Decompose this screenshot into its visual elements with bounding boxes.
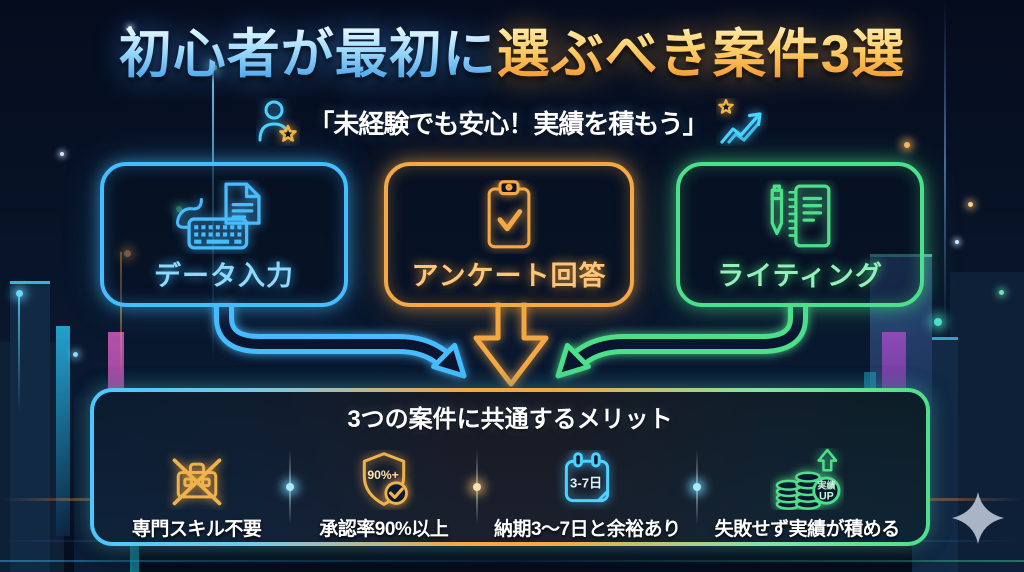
arrow-green xyxy=(555,303,808,379)
bg-star xyxy=(999,290,1004,295)
clipboard-check-icon xyxy=(487,180,531,249)
merit-label: 失敗せず実績が積める xyxy=(714,519,901,540)
bg-light-beam xyxy=(944,0,946,330)
subtitle: 「未経験でも安心！実績を積もう」 xyxy=(0,98,1024,146)
bg-road-glow xyxy=(0,560,1024,562)
shield-badge-text: 90%+ xyxy=(367,468,398,482)
merit-label: 承認率90%以上 xyxy=(319,519,449,540)
bg-light-beam xyxy=(120,252,122,382)
trending-up-icon xyxy=(717,98,762,144)
card-data-entry: データ入力 xyxy=(100,162,348,307)
bg-star xyxy=(128,26,132,30)
arrow-orange xyxy=(473,302,549,387)
bg-star xyxy=(16,290,23,297)
bg-star xyxy=(60,152,64,156)
title-part-gold: 選ぶべき案件3選 xyxy=(496,25,906,84)
keyboard-document-icon xyxy=(176,182,261,250)
subtitle-text: 「未経験でも安心！実績を積もう」 xyxy=(308,108,708,139)
bg-star xyxy=(968,202,973,207)
merits-header: 3つの案件に共通するメリット xyxy=(347,406,673,433)
merit-item-deadline: 3-7日 納期3〜7日と余裕あり xyxy=(480,436,694,541)
bg-star xyxy=(73,352,78,357)
merit-label: 納期3〜7日と余裕あり xyxy=(493,519,681,540)
merits-divider xyxy=(473,450,482,525)
card-label: ライティング xyxy=(717,261,883,291)
card-writing: ライティング xyxy=(676,162,924,307)
bg-star xyxy=(955,240,959,244)
coins-badge-text-bottom: UP xyxy=(819,490,834,502)
coins-badge-text-top: 実績 xyxy=(817,480,836,491)
shield-90-icon: 90%+ xyxy=(362,452,408,506)
merits-panel: 3つの案件に共通するメリット xyxy=(90,388,930,546)
title-part-blue: 初心者が最初に xyxy=(118,25,497,84)
merits-panel-inner: 3つの案件に共通するメリット xyxy=(94,392,926,542)
page-title: 初心者が最初に選ぶべき案件3選 xyxy=(0,25,1024,84)
card-survey: アンケート回答 xyxy=(384,162,634,307)
person-star-icon xyxy=(258,100,298,142)
bg-building xyxy=(10,281,50,572)
sparkle-icon xyxy=(952,492,1004,544)
merit-label: 専門スキル不要 xyxy=(131,519,262,540)
merit-item-track-record: 実績 UP 失敗せず実績が積める xyxy=(700,436,914,541)
merits-divider xyxy=(286,450,295,525)
card-label: データ入力 xyxy=(154,261,294,291)
bg-star xyxy=(904,142,910,148)
card-label: アンケート回答 xyxy=(411,261,607,291)
pen-notebook-icon xyxy=(770,184,831,248)
bg-building xyxy=(56,326,70,536)
coins-up-icon: 実績 UP xyxy=(775,448,841,510)
bg-star xyxy=(210,64,217,71)
merits-row: 専門スキル不要 90%+ xyxy=(94,434,926,549)
merits-divider xyxy=(693,450,702,525)
arrow-blue xyxy=(214,303,467,379)
toolbox-x-icon xyxy=(172,458,221,506)
bg-star xyxy=(934,318,942,326)
bg-light-beam xyxy=(18,292,20,412)
calendar-badge-text: 3-7日 xyxy=(570,476,602,491)
merit-item-approval-rate: 90%+ 承認率90%以上 xyxy=(293,436,474,541)
merit-item-no-skill: 専門スキル不要 xyxy=(106,436,287,541)
calendar-icon: 3-7日 xyxy=(565,452,610,503)
